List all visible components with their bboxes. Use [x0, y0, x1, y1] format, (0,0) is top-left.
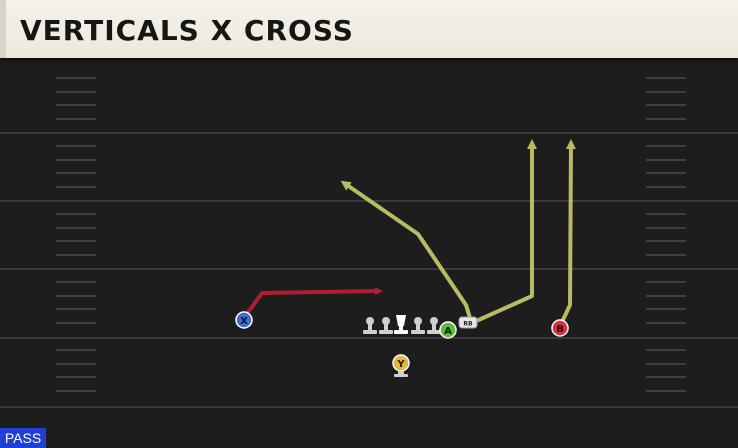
offensive-line	[363, 315, 441, 334]
b-icon	[551, 319, 569, 337]
title-accent	[0, 0, 6, 58]
a-player[interactable]: A	[439, 321, 457, 339]
a-label: A	[444, 326, 452, 337]
x-player[interactable]: X	[235, 311, 253, 329]
y-base-icon	[394, 374, 408, 377]
a-icon	[439, 321, 457, 339]
hash-marks-left	[56, 77, 96, 392]
play-title: VERTICALS X CROSS	[20, 14, 354, 47]
x-icon	[235, 311, 253, 329]
right-guard-icon	[411, 317, 425, 334]
yard-lines	[0, 132, 738, 408]
y-player[interactable]: Y	[392, 354, 410, 377]
rb-player[interactable]: RB	[458, 316, 478, 329]
right-tackle-icon	[427, 317, 441, 334]
y-stand-icon	[398, 371, 404, 374]
a-post-route	[340, 180, 472, 319]
rb-icon	[458, 316, 478, 329]
b-player[interactable]: B	[551, 319, 569, 337]
y-label: Y	[396, 359, 405, 370]
title-bar: VERTICALS X CROSS	[0, 0, 738, 58]
play-type-badge: PASS	[0, 428, 46, 448]
b-label: B	[556, 324, 564, 335]
left-guard-icon	[379, 317, 393, 334]
x-label: X	[240, 316, 248, 327]
rb-vertical-route	[473, 139, 537, 324]
b-vertical-route	[560, 139, 576, 323]
hash-marks-right	[646, 77, 686, 392]
left-tackle-icon	[363, 317, 377, 334]
rb-label: RB	[463, 321, 473, 328]
center-icon	[394, 315, 408, 334]
x-cross-route	[242, 287, 383, 320]
